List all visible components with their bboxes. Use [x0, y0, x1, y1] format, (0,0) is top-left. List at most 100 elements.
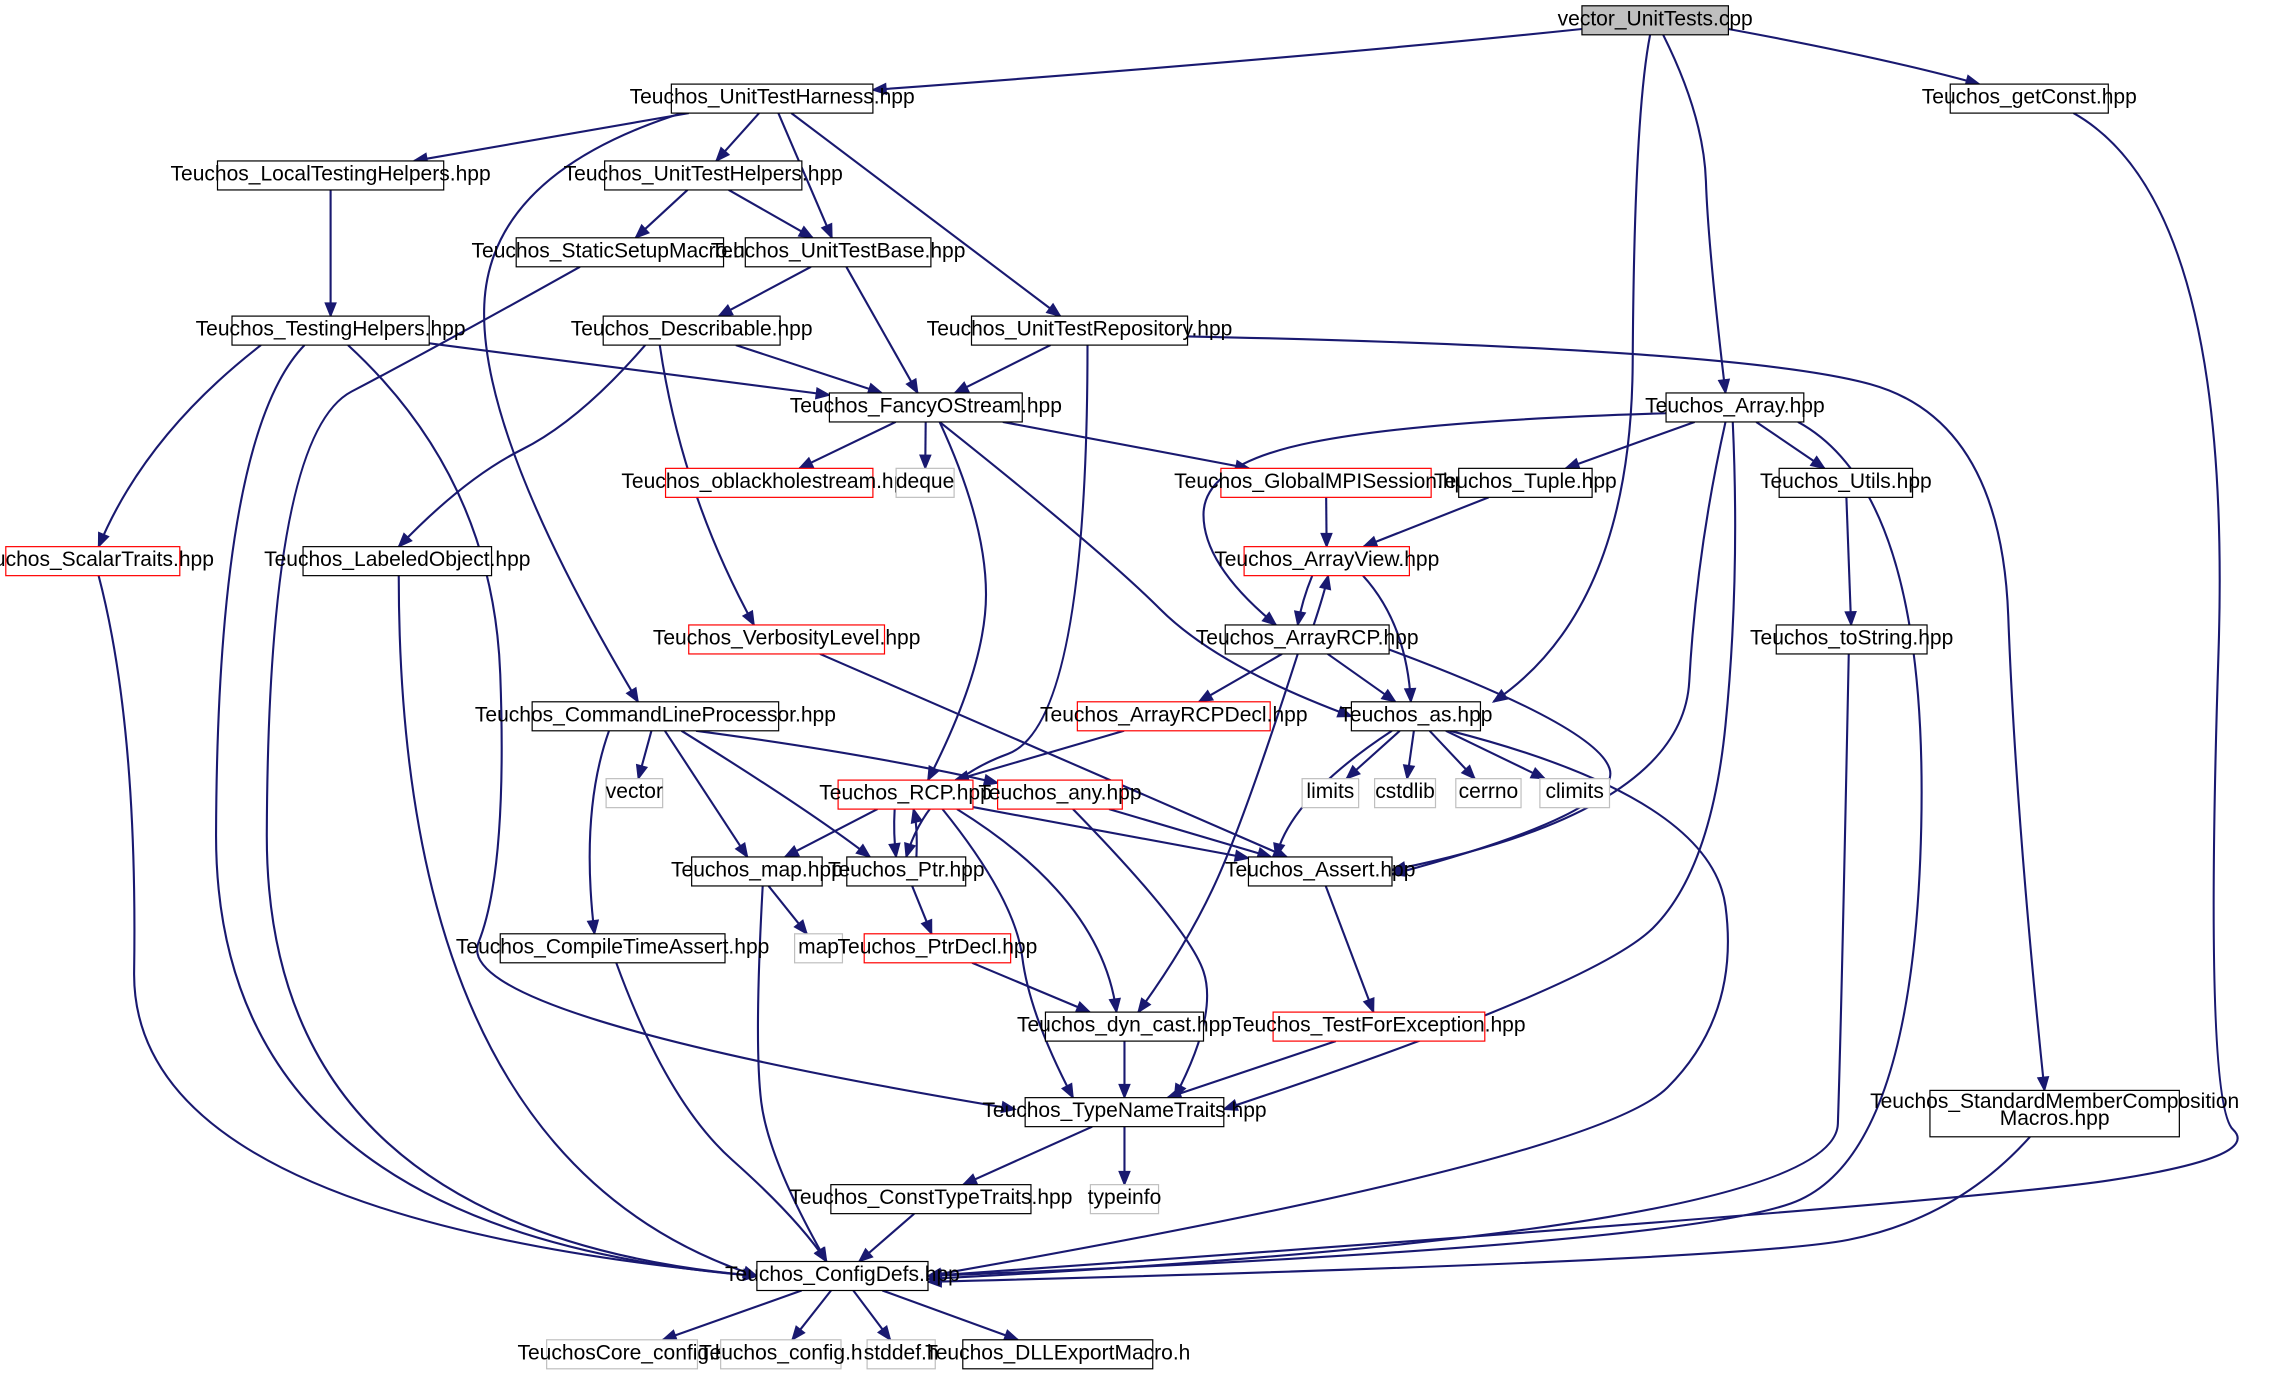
arrowhead-cmdline-to-vector — [635, 763, 649, 781]
node-tuple[interactable]: Teuchos_Tuple.hpp — [1434, 467, 1617, 498]
node-any[interactable]: Teuchos_any.hpp — [978, 779, 1142, 810]
edge-arrayview-to-as — [1362, 574, 1412, 702]
node-getconst[interactable]: Teuchos_getConst.hpp — [1922, 83, 2137, 114]
arrowhead-unittestrepo-to-fancyostream — [953, 381, 970, 394]
node-teuchoscfg[interactable]: Teuchos_config.h — [699, 1339, 863, 1370]
node-label-limits: limits — [1306, 780, 1354, 803]
node-localtesting[interactable]: Teuchos_LocalTestingHelpers.hpp — [171, 160, 491, 191]
arrowhead-unittestharness-to-unittestrepo — [1045, 302, 1062, 318]
arrowhead-ptr-to-ptrdecl — [920, 918, 933, 936]
arrowhead-array-to-typenametraits — [1221, 1098, 1239, 1111]
node-label-cstdlib: cstdlib — [1375, 780, 1435, 803]
node-box-cstdlib — [1373, 778, 1437, 809]
node-scalartraits[interactable]: Teuchos_ScalarTraits.hpp — [0, 546, 214, 577]
node-globalmpi[interactable]: Teuchos_GlobalMPISession.hpp — [1174, 467, 1478, 498]
arrowhead-rcp-to-typenametraits — [1061, 1082, 1074, 1100]
node-dyncast[interactable]: Teuchos_dyn_cast.hpp — [1017, 1011, 1232, 1042]
node-label-arrayrcpdecl: Teuchos_ArrayRCPDecl.hpp — [1040, 703, 1308, 726]
node-unittesthelpers[interactable]: Teuchos_UnitTestHelpers.hpp — [564, 160, 843, 191]
node-box-testinghelpers — [231, 315, 430, 346]
node-describable[interactable]: Teuchos_Describable.hpp — [571, 315, 813, 346]
node-typenametraits[interactable]: Teuchos_TypeNameTraits.hpp — [982, 1097, 1267, 1128]
node-tostring[interactable]: Teuchos_toString.hpp — [1750, 624, 1953, 655]
node-box-climits — [1539, 778, 1611, 809]
node-box-tostring — [1775, 624, 1928, 655]
node-cstdlib[interactable]: cstdlib — [1373, 778, 1437, 809]
node-map[interactable]: Teuchos_map.hpp — [671, 856, 843, 887]
arrowhead-fancyostream-to-oblackhole — [797, 456, 815, 470]
node-climits[interactable]: climits — [1539, 778, 1611, 809]
node-labeledobject[interactable]: Teuchos_LabeledObject.hpp — [264, 546, 531, 577]
edges-layer — [97, 27, 2239, 1342]
node-label-staticsetup: Teuchos_StaticSetupMacro.hpp — [472, 239, 769, 262]
node-box-ptrdecl — [863, 933, 1012, 964]
node-label-stdmember-line2: Macros.hpp — [2000, 1107, 2110, 1130]
node-array[interactable]: Teuchos_Array.hpp — [1645, 392, 1825, 423]
node-cerrno[interactable]: cerrno — [1455, 778, 1522, 809]
edge-ptrdecl-to-dyncast — [971, 961, 1091, 1014]
edge-fancyostream-to-as — [938, 421, 1352, 718]
node-label-arrayview: Teuchos_ArrayView.hpp — [1214, 548, 1439, 571]
node-label-globalmpi: Teuchos_GlobalMPISession.hpp — [1174, 470, 1478, 493]
node-verbosity[interactable]: Teuchos_VerbosityLevel.hpp — [653, 624, 921, 655]
edge-fancyostream-to-globalmpi — [1002, 420, 1250, 470]
node-box-as — [1350, 701, 1482, 732]
node-limits[interactable]: limits — [1301, 778, 1360, 809]
node-label-testinghelpers: Teuchos_TestingHelpers.hpp — [196, 318, 466, 341]
node-testinghelpers[interactable]: Teuchos_TestingHelpers.hpp — [196, 315, 466, 346]
arrowhead-rcp-to-ptr — [888, 842, 901, 859]
arrowhead-rcp-to-assert — [1233, 849, 1251, 862]
node-arrayview[interactable]: Teuchos_ArrayView.hpp — [1214, 546, 1439, 577]
node-box-fancyostream — [828, 392, 1023, 423]
node-ptrdecl[interactable]: Teuchos_PtrDecl.hpp — [838, 933, 1038, 964]
node-unittestbase[interactable]: Teuchos_UnitTestBase.hpp — [711, 237, 966, 268]
node-unittestharness[interactable]: Teuchos_UnitTestHarness.hpp — [630, 83, 915, 114]
node-cmdline[interactable]: Teuchos_CommandLineProcessor.hpp — [475, 701, 836, 732]
node-consttypetraits[interactable]: Teuchos_ConstTypeTraits.hpp — [789, 1184, 1072, 1215]
node-mapstd[interactable]: map — [793, 933, 844, 964]
node-vector[interactable]: vector — [605, 778, 664, 809]
node-as[interactable]: Teuchos_as.hpp — [1339, 701, 1492, 732]
edge-arrayrcp-to-assert — [1377, 644, 1612, 876]
node-configdefs[interactable]: Teuchos_ConfigDefs.hpp — [725, 1260, 960, 1292]
node-deque[interactable]: deque — [895, 467, 955, 498]
node-stdmember[interactable]: Teuchos_StandardMemberCompositionMacros.… — [1870, 1089, 2239, 1138]
edge-labeledobject-to-configdefs — [397, 575, 758, 1277]
node-utils[interactable]: Teuchos_Utils.hpp — [1760, 467, 1932, 498]
node-dllexport[interactable]: Teuchos_DLLExportMacro.h — [925, 1339, 1190, 1370]
arrowhead-fancyostream-to-deque — [919, 454, 932, 471]
node-testforexc[interactable]: Teuchos_TestForException.hpp — [1232, 1011, 1526, 1042]
node-box-scalartraits — [5, 546, 181, 577]
node-arrayrcp[interactable]: Teuchos_ArrayRCP.hpp — [1196, 624, 1419, 655]
arrowhead-arrayrcp-to-arrayview — [1318, 573, 1332, 591]
node-label-ptrdecl: Teuchos_PtrDecl.hpp — [838, 935, 1038, 958]
node-assert[interactable]: Teuchos_Assert.hpp — [1225, 856, 1415, 887]
edge-root-to-unittestharness — [872, 27, 1583, 91]
arrowhead-arrayview-to-arrayrcp — [1293, 610, 1307, 627]
arrowhead-rcp-to-map — [783, 845, 801, 858]
node-label-teuchoscfg: Teuchos_config.h — [699, 1341, 863, 1364]
node-corecfg[interactable]: TeuchosCore_config.h — [517, 1339, 727, 1370]
node-fancyostream[interactable]: Teuchos_FancyOStream.hpp — [790, 392, 1062, 423]
edge-unittestharness-to-unittestrepo — [790, 112, 1061, 317]
node-typeinfo[interactable]: typeinfo — [1088, 1184, 1162, 1215]
node-box-describable — [602, 315, 781, 346]
arrowhead-describable-to-verbosity — [741, 609, 755, 627]
node-root[interactable]: vector_UnitTests.cpp — [1558, 5, 1753, 36]
node-stddef[interactable]: stddef.h — [864, 1339, 939, 1370]
node-oblackhole[interactable]: Teuchos_oblackholestream.hpp — [621, 467, 917, 498]
node-staticsetup[interactable]: Teuchos_StaticSetupMacro.hpp — [472, 237, 769, 268]
arrowhead-unittestbase-to-fancyostream — [905, 377, 919, 395]
arrowhead-as-to-cerrno — [1460, 764, 1477, 781]
node-arrayrcpdecl[interactable]: Teuchos_ArrayRCPDecl.hpp — [1040, 701, 1308, 732]
edge-unittestbase-to-fancyostream — [845, 266, 919, 394]
arrowhead-array-to-utils — [1809, 455, 1827, 470]
node-unittestrepo[interactable]: Teuchos_UnitTestRepository.hpp — [927, 315, 1233, 346]
node-ptr[interactable]: Teuchos_Ptr.hpp — [828, 856, 985, 887]
node-label-scalartraits: Teuchos_ScalarTraits.hpp — [0, 548, 214, 571]
edge-unittestharness-to-localtesting — [413, 112, 689, 162]
node-compiletime[interactable]: Teuchos_CompileTimeAssert.hpp — [456, 933, 769, 964]
node-box-teuchoscfg — [720, 1339, 842, 1370]
edge-as-to-configdefs — [927, 729, 1729, 1278]
node-rcp[interactable]: Teuchos_RCP.hpp — [819, 779, 992, 810]
